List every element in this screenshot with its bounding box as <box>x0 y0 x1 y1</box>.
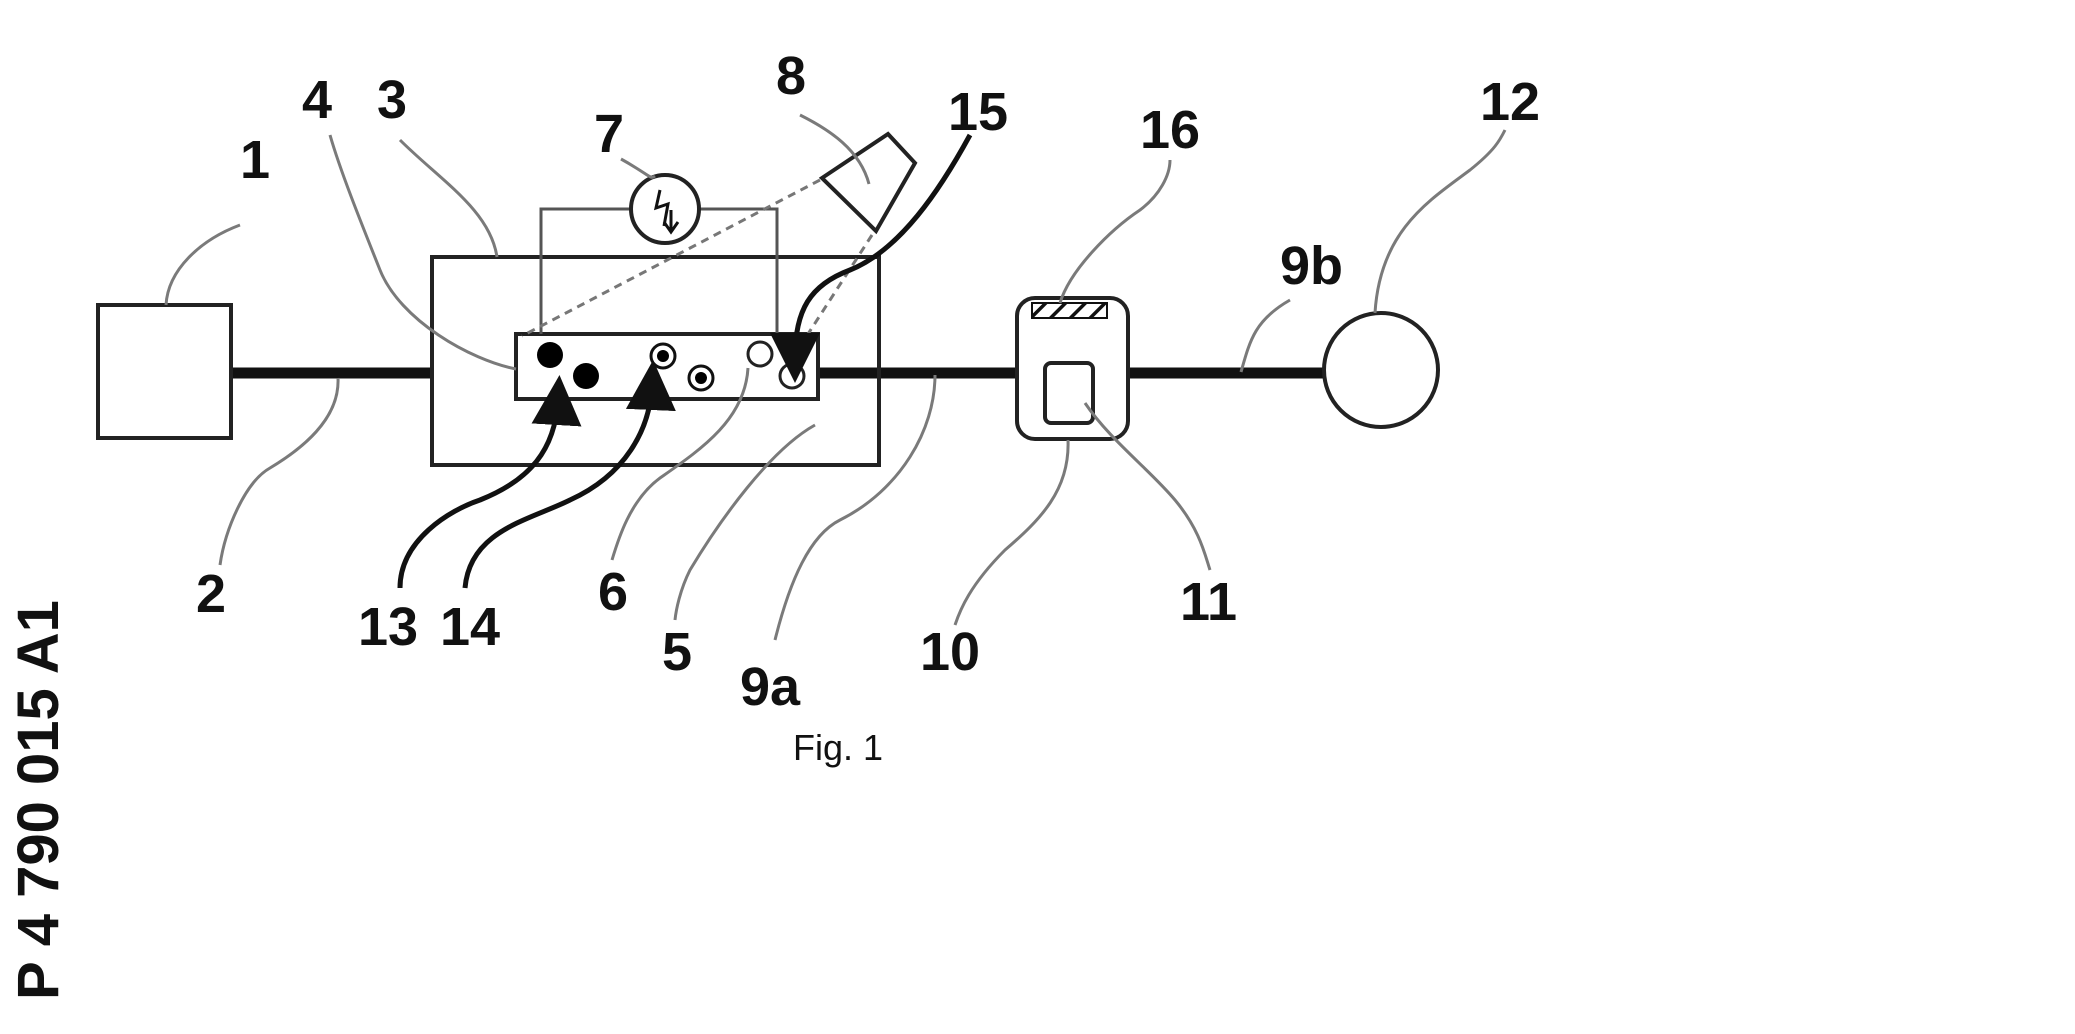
leader-9b <box>1241 300 1290 372</box>
particle-13-a <box>537 342 563 368</box>
label-3: 3 <box>377 70 407 130</box>
leader-12 <box>1375 130 1505 313</box>
label-11: 11 <box>1180 572 1237 632</box>
leader-8 <box>800 115 869 184</box>
particle-14-b <box>689 366 713 390</box>
label-1: 1 <box>240 130 270 190</box>
leader-16 <box>1060 160 1170 303</box>
arrow-15 <box>795 135 970 358</box>
leader-2 <box>220 378 338 565</box>
component-12-circle <box>1324 313 1438 427</box>
label-7: 7 <box>594 104 624 164</box>
leader-4 <box>330 135 516 369</box>
leader-11 <box>1085 403 1210 570</box>
figure-caption: Fig. 1 <box>793 727 883 768</box>
component-10-device <box>1017 298 1128 439</box>
label-4: 4 <box>302 70 332 130</box>
leader-7 <box>621 159 655 177</box>
label-5: 5 <box>662 622 692 682</box>
window-16 <box>1032 303 1107 318</box>
label-13: 13 <box>358 597 418 657</box>
label-8: 8 <box>776 46 806 106</box>
source-7 <box>631 175 699 243</box>
label-6: 6 <box>598 562 628 622</box>
component-1-box <box>98 305 231 438</box>
component-3-housing <box>432 257 879 465</box>
leader-9a <box>775 375 935 640</box>
label-16: 16 <box>1140 100 1200 160</box>
element-11 <box>1045 363 1093 423</box>
arrow-13 <box>400 400 558 588</box>
label-14: 14 <box>440 597 500 657</box>
label-9b: 9b <box>1280 236 1343 296</box>
particle-14-a <box>651 344 675 368</box>
label-9a: 9a <box>740 657 801 717</box>
leader-1 <box>166 225 240 305</box>
label-10: 10 <box>920 622 980 682</box>
publication-number: P 4 790 015 A1 <box>6 600 71 1000</box>
particle-6 <box>748 342 772 366</box>
leader-3 <box>400 140 497 257</box>
label-2: 2 <box>196 564 226 624</box>
label-12: 12 <box>1480 72 1540 132</box>
leader-5 <box>675 425 815 620</box>
label-15: 15 <box>948 82 1008 142</box>
leader-10 <box>955 440 1068 625</box>
particle-15 <box>780 364 804 388</box>
particle-13-b <box>573 363 599 389</box>
beam-8-to-15 <box>808 235 872 334</box>
